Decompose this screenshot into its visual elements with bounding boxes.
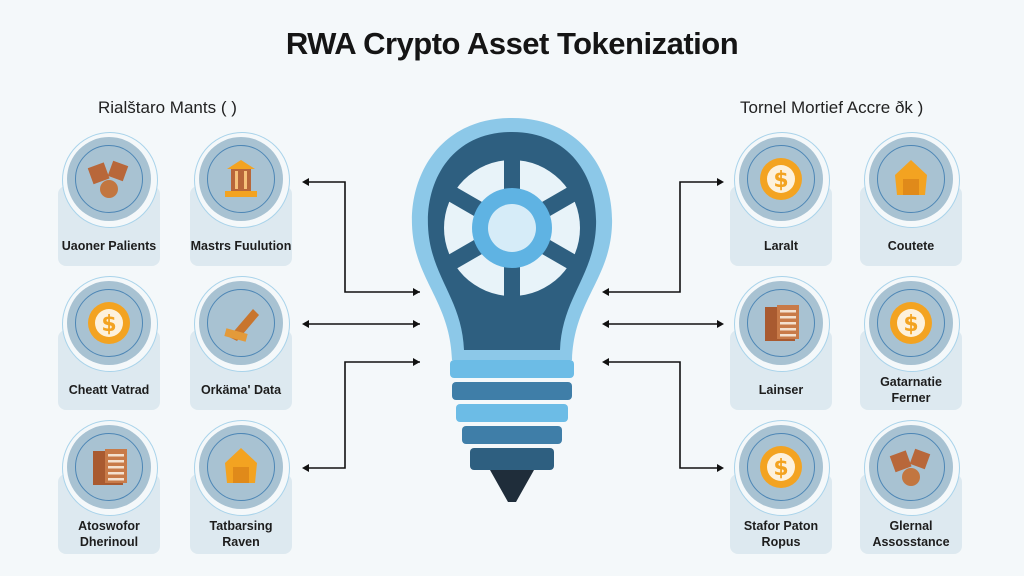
icon-ring xyxy=(207,145,275,213)
bricks-coin-icon xyxy=(87,157,131,201)
icon-ring xyxy=(747,289,815,357)
card-label: Gatarnatie Ferner xyxy=(880,375,942,405)
card-label: Uaoner Palients xyxy=(61,239,157,253)
coin-icon: $ xyxy=(87,301,131,345)
right-heading: Tornel Mortief Accre ðk ) xyxy=(740,98,924,117)
left-card: Mastrs Fuulution xyxy=(190,132,292,266)
icon-ring xyxy=(877,145,945,213)
coin-icon: $ xyxy=(759,157,803,201)
left-card: Orkäma' Data xyxy=(190,276,292,410)
icon-ring xyxy=(75,145,143,213)
icon-ring xyxy=(207,289,275,357)
card-label: Orkäma' Data xyxy=(200,383,282,397)
card-label: Laralt xyxy=(763,239,799,253)
icon-ring xyxy=(747,433,815,501)
bricks-coin-icon xyxy=(889,445,933,489)
icon-ring xyxy=(75,289,143,357)
icon-ring xyxy=(747,145,815,213)
temple-icon xyxy=(219,157,263,201)
left-card: $ Cheatt Vatrad xyxy=(58,276,160,410)
card-label: Cheatt Vatrad xyxy=(68,383,150,397)
gold-house-icon xyxy=(219,445,263,489)
card-label: Lainser xyxy=(758,383,804,397)
right-card: Coutete xyxy=(860,132,962,266)
gold-stack-icon xyxy=(219,301,263,345)
coin-icon: $ xyxy=(889,301,933,345)
right-card: $ Stafor Paton Ropus xyxy=(730,420,832,554)
card-label: Atoswofor Dherinoul xyxy=(78,519,140,549)
right-card: $ Laralt xyxy=(730,132,832,266)
svg-text:$: $ xyxy=(773,456,788,481)
icon-ring xyxy=(75,433,143,501)
icon-ring xyxy=(877,433,945,501)
card-label: Stafor Paton Ropus xyxy=(743,519,819,549)
building-icon xyxy=(759,301,803,345)
right-card: Lainser xyxy=(730,276,832,410)
card-label: Glernal Assosstance xyxy=(872,519,950,549)
gear-icon xyxy=(444,160,580,296)
coin-icon: $ xyxy=(759,445,803,489)
icon-ring xyxy=(877,289,945,357)
icon-ring xyxy=(207,433,275,501)
left-card: Uaoner Palients xyxy=(58,132,160,266)
lightbulb-icon xyxy=(411,118,613,502)
right-card: $ Gatarnatie Ferner xyxy=(860,276,962,410)
svg-text:$: $ xyxy=(903,312,918,337)
svg-text:$: $ xyxy=(101,312,116,337)
card-label: Tatbarsing Raven xyxy=(209,519,273,549)
building-icon xyxy=(87,445,131,489)
card-label: Coutete xyxy=(887,239,935,253)
gold-house-icon xyxy=(889,157,933,201)
left-card: Atoswofor Dherinoul xyxy=(58,420,160,554)
left-heading: Rialštaro Mants ( ) xyxy=(98,98,237,117)
svg-text:$: $ xyxy=(773,168,788,193)
right-card: Glernal Assosstance xyxy=(860,420,962,554)
page-title: RWA Crypto Asset Tokenization xyxy=(285,26,739,61)
connector-arrows xyxy=(304,181,722,469)
left-card: Tatbarsing Raven xyxy=(190,420,292,554)
card-label: Mastrs Fuulution xyxy=(190,239,292,253)
